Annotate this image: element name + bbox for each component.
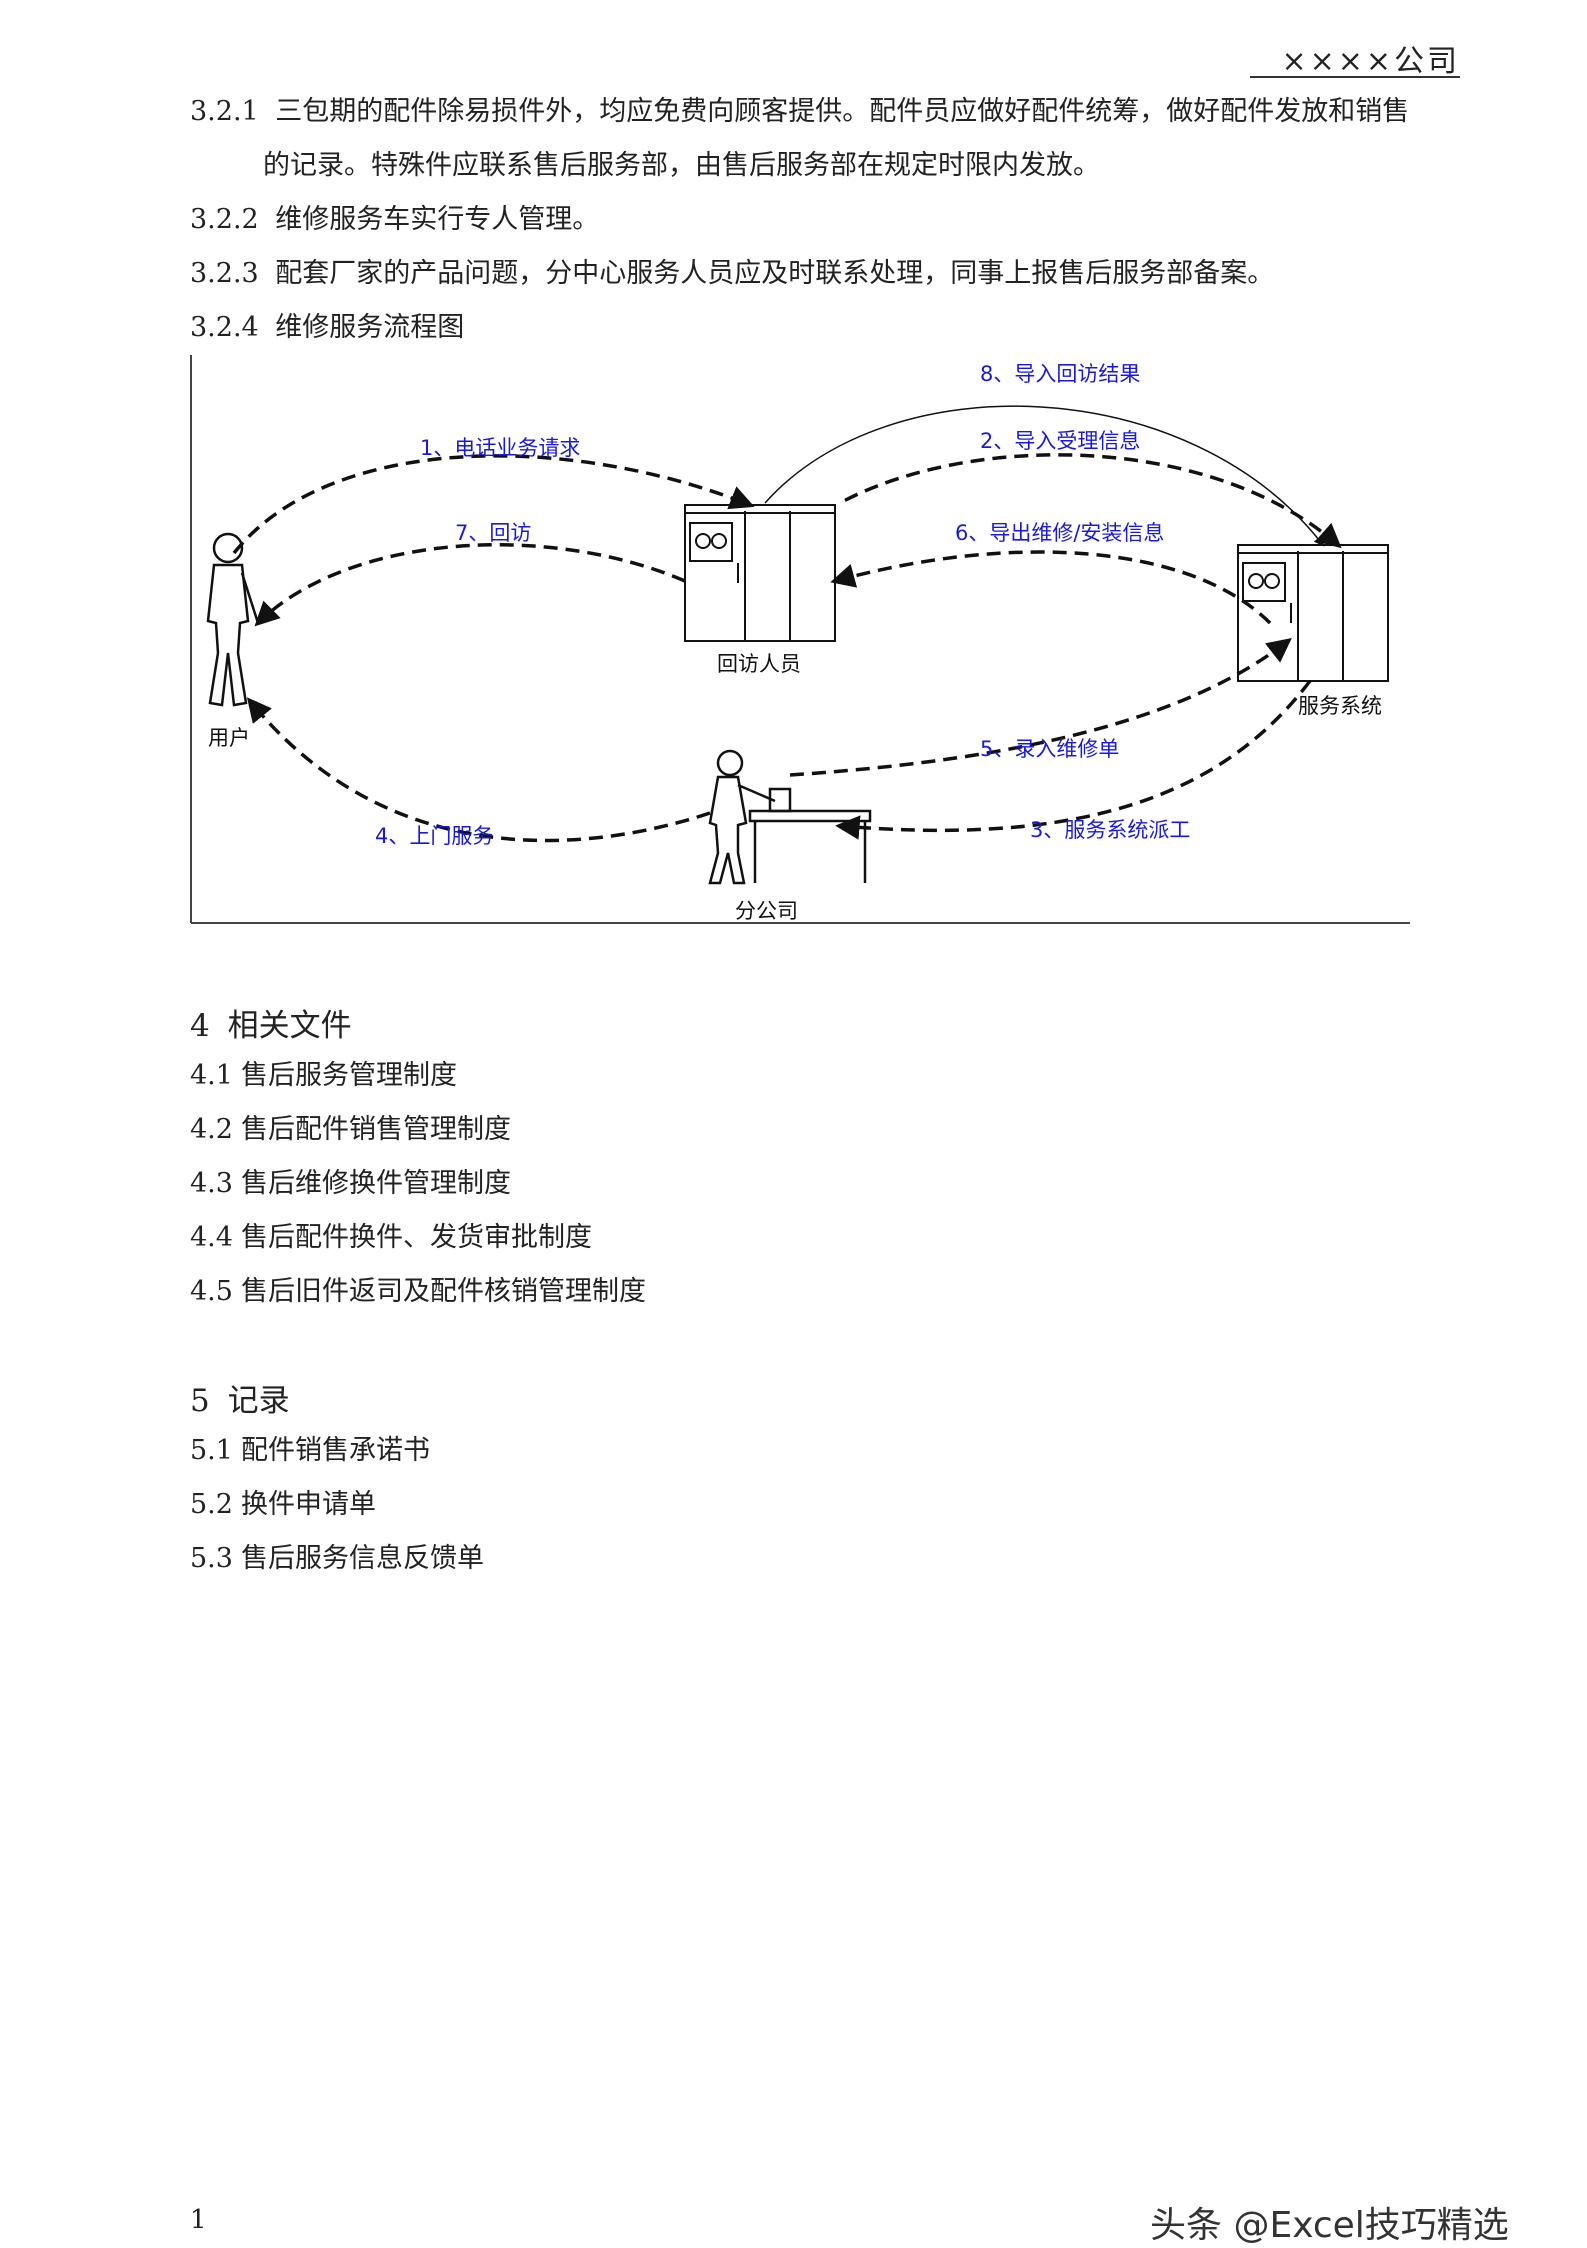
item-text: 售后维修换件管理制度 bbox=[240, 1168, 511, 1199]
node-callback-staff-label: 回访人员 bbox=[717, 652, 801, 676]
item-number: 4.2 bbox=[190, 1114, 233, 1145]
step-1-label: 1、电话业务请求 bbox=[420, 436, 580, 460]
paragraph-text: 三包期的配件除易损件外，均应免费向顾客提供。配件员应做好配件统筹，做好配件发放和… bbox=[275, 96, 1410, 127]
item-number: 4.4 bbox=[190, 1222, 233, 1253]
paragraph-number: 3.2.2 bbox=[190, 204, 259, 235]
paragraph-number: 3.2.4 bbox=[190, 312, 259, 343]
paragraph-text: 配套厂家的产品问题，分中心服务人员应及时联系处理，同事上报售后服务部备案。 bbox=[275, 258, 1275, 289]
page-number: 1 bbox=[190, 2205, 207, 2235]
step-7-label: 7、回访 bbox=[455, 521, 531, 545]
item-text: 售后服务信息反馈单 bbox=[240, 1543, 484, 1574]
callback-staff-server-icon bbox=[684, 504, 836, 642]
step-5-label: 5、录入维修单 bbox=[980, 737, 1119, 761]
arrow-step-7 bbox=[254, 543, 686, 627]
user-figure bbox=[206, 532, 260, 707]
arrow-step-8 bbox=[764, 405, 1325, 547]
section-number: 4 bbox=[190, 1008, 210, 1044]
item-text: 售后旧件返司及配件核销管理制度 bbox=[240, 1276, 646, 1307]
item-number: 4.3 bbox=[190, 1168, 233, 1199]
step-8-label: 8、导入回访结果 bbox=[980, 362, 1140, 386]
node-user-label: 用户 bbox=[208, 726, 250, 750]
arrow-step-1 bbox=[232, 454, 755, 555]
arrow-step-5 bbox=[789, 637, 1292, 777]
paragraph-3-2-3: 3.2.3 配套厂家的产品问题，分中心服务人员应及时联系处理，同事上报售后服务部… bbox=[190, 255, 1274, 293]
item-number: 4.5 bbox=[190, 1276, 233, 1307]
step-3-label: 3、服务系统派工 bbox=[1030, 818, 1190, 842]
paragraph-number: 3.2.3 bbox=[190, 258, 259, 289]
paragraph-3-2-4: 3.2.4 维修服务流程图 bbox=[190, 309, 464, 347]
arrow-step-4 bbox=[246, 697, 711, 843]
step-6-label: 6、导出维修/安装信息 bbox=[955, 521, 1164, 545]
item-text: 售后配件换件、发货审批制度 bbox=[240, 1222, 592, 1253]
step-4-label: 4、上门服务 bbox=[375, 824, 493, 848]
item-number: 5.1 bbox=[190, 1435, 233, 1466]
item-text: 售后配件销售管理制度 bbox=[240, 1114, 511, 1145]
paragraph-3-2-1: 3.2.1 三包期的配件除易损件外，均应免费向顾客提供。配件员应做好配件统筹，做… bbox=[190, 93, 1409, 131]
paragraph-3-2-2: 3.2.2 维修服务车实行专人管理。 bbox=[190, 201, 599, 239]
paragraph-number: 3.2.1 bbox=[190, 96, 259, 127]
item-text: 换件申请单 bbox=[240, 1489, 376, 1520]
section-heading: 相关文件 bbox=[227, 1008, 352, 1044]
step-2-label: 2、导入受理信息 bbox=[980, 429, 1140, 453]
paragraph-3-2-1-continued: 的记录。特殊件应联系售后服务部，由售后服务部在规定时限内发放。 bbox=[263, 150, 1100, 181]
company-header: ××××公司 bbox=[1250, 36, 1460, 79]
service-flow-diagram: 用户 回访人员 服务系统 bbox=[190, 353, 1412, 925]
section-4-title: 4 相关文件 bbox=[190, 1000, 352, 1045]
arrow-step-2 bbox=[839, 453, 1342, 549]
item-number: 5.2 bbox=[190, 1489, 233, 1520]
item-text: 售后服务管理制度 bbox=[240, 1060, 457, 1091]
paragraph-text: 维修服务车实行专人管理。 bbox=[275, 204, 600, 235]
flow-arrows bbox=[232, 453, 1342, 843]
flow-diagram-svg: 用户 回访人员 服务系统 bbox=[190, 355, 1410, 924]
node-service-system-label: 服务系统 bbox=[1298, 694, 1382, 718]
section-number: 5 bbox=[190, 1383, 210, 1419]
source-watermark: 头条 @Excel技巧精选 bbox=[1150, 2205, 1509, 2246]
paragraph-text: 维修服务流程图 bbox=[275, 312, 465, 343]
item-number: 4.1 bbox=[190, 1060, 233, 1091]
arrow-step-3 bbox=[835, 679, 1312, 840]
node-branch-label: 分公司 bbox=[735, 899, 798, 923]
item-text: 配件销售承诺书 bbox=[240, 1435, 430, 1466]
branch-worker-figure bbox=[708, 749, 872, 885]
arrow-step-6 bbox=[830, 550, 1272, 625]
section-heading: 记录 bbox=[227, 1383, 290, 1419]
section-5-title: 5 记录 bbox=[190, 1375, 290, 1420]
item-number: 5.3 bbox=[190, 1543, 233, 1574]
